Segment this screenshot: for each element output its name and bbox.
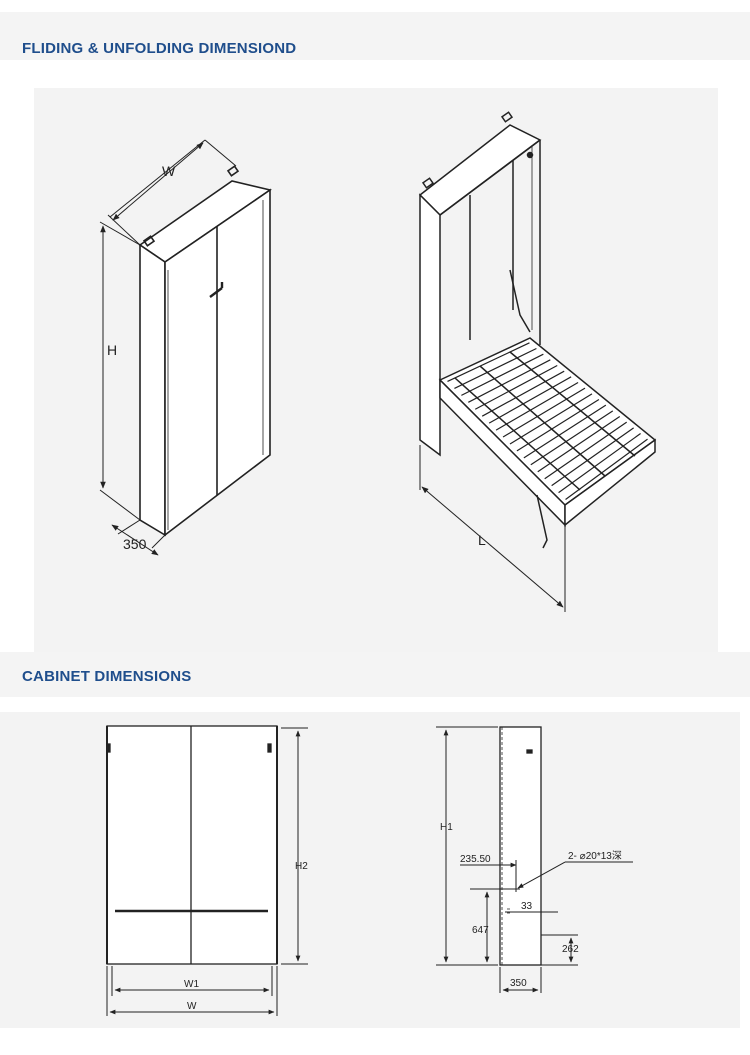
front-view: [106, 725, 278, 965]
hole-label: 2- ⌀20*13深: [568, 850, 622, 862]
section-title-cabinet: CABINET DIMENSIONS: [22, 668, 192, 685]
height-dimension: [99, 221, 141, 521]
bed-slats: [447, 342, 648, 501]
bed-slat: [509, 393, 593, 445]
depth-dimension: [111, 519, 166, 556]
bed-slat: [468, 359, 551, 403]
folded-cabinet: [138, 165, 272, 537]
bed-slat: [530, 410, 614, 466]
w1-label: W1: [184, 979, 199, 990]
h2-label: H2: [295, 861, 308, 872]
section-header-band-1: [0, 12, 750, 60]
bed-slat: [537, 416, 621, 473]
height-label: H: [107, 342, 117, 358]
bed-slat: [565, 438, 648, 501]
h2-dimension: [281, 727, 308, 965]
bed-slat: [481, 370, 565, 417]
bed-slat: [516, 398, 600, 452]
length-label: L: [478, 532, 486, 548]
bed-slat: [558, 433, 641, 494]
gap-label: 33: [521, 901, 533, 912]
w-label: W: [187, 1001, 197, 1012]
bed-slat: [523, 404, 607, 459]
bed-slat: [544, 421, 628, 480]
section-title-folding: FLIDING & UNFOLDING DIMENSIOND: [22, 40, 297, 57]
bed-slat: [551, 427, 634, 487]
bed-slat: [474, 364, 558, 410]
lower-height-dimension: [470, 888, 520, 963]
side-view: [499, 726, 542, 966]
foot-dimension: [541, 934, 578, 966]
h1-dimension: [436, 726, 498, 966]
bed-slat: [488, 376, 572, 424]
bed-slat: [447, 342, 530, 383]
depth-label: 350: [123, 536, 147, 552]
length-dimension: [419, 445, 566, 612]
w1-dimension: [111, 966, 273, 996]
bed-slat: [502, 387, 586, 438]
bed-slat: [495, 381, 579, 431]
offset-label: 235.50: [460, 854, 491, 865]
section-header-band-2: [0, 652, 750, 697]
h1-label: H1: [440, 822, 453, 833]
gap-dimension: [505, 908, 558, 935]
lower-height-label: 647: [472, 925, 489, 936]
w-dimension: [106, 966, 278, 1016]
bed-slat: [461, 353, 544, 396]
side-depth-dimension: [499, 967, 542, 993]
hole-leader: [517, 861, 633, 889]
width-label: W: [162, 163, 176, 179]
foot-label: 262: [562, 944, 579, 955]
side-depth-label: 350: [510, 978, 527, 989]
offset-dimension: [460, 860, 517, 892]
bed-slat: [454, 347, 537, 389]
width-dimension: [107, 139, 237, 246]
